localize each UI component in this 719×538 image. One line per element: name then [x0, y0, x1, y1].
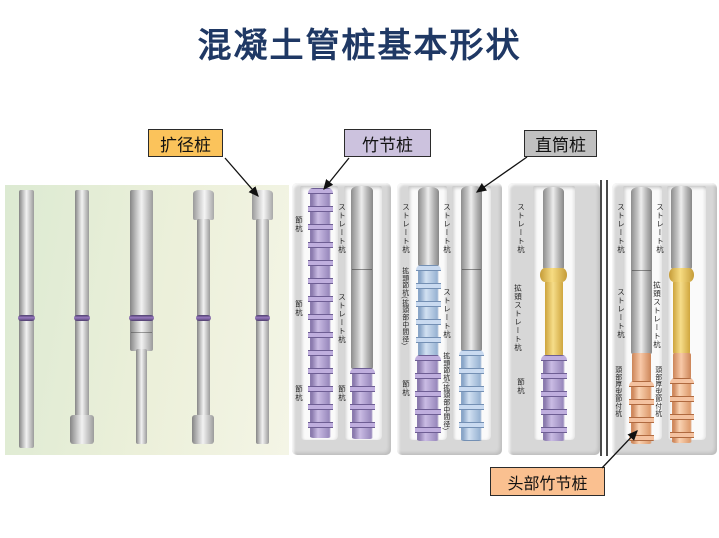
- pile-expanded-head-collar: [540, 268, 567, 282]
- pile-bamboo-lower: [350, 368, 375, 439]
- jp-label-straight-pile: ストレート杭: [655, 203, 665, 254]
- diagram-panel-4: [612, 183, 717, 455]
- jp-label-straight-pile: ストレート杭: [442, 288, 452, 339]
- callout-straight-pile: 直筒桩: [524, 130, 597, 157]
- pile-expanded-head-straight: [545, 281, 563, 356]
- photo-pile-joint-band: [18, 315, 35, 321]
- jp-label-straight-pile: ストレート杭: [337, 293, 347, 344]
- photo-pile-top-cap: [193, 190, 214, 220]
- photo-pile-stepped-upper: [130, 190, 153, 351]
- pile-bamboo-expanded-head: [459, 350, 484, 441]
- pile-seam: [632, 270, 651, 271]
- pile-photo: [5, 185, 289, 455]
- page-title: 混凝土管桩基本形状: [197, 27, 522, 65]
- pile-bamboo-expanded-head: [416, 265, 441, 356]
- jp-label-straight-pile: ストレート杭: [337, 203, 347, 254]
- photo-pile-joint-band: [74, 315, 90, 321]
- pile-straight-long: [631, 187, 652, 354]
- pile-bamboo-lower: [541, 355, 567, 441]
- pile-head-thick-shaft: [673, 353, 691, 379]
- photo-pile-seam: [131, 332, 152, 333]
- photo-pile-bottom-enlarged-foot: [70, 415, 94, 444]
- photo-pile-joint-band: [129, 315, 154, 321]
- jp-label-node-pile: 節杭: [294, 385, 304, 402]
- section-divider-line: [606, 180, 608, 456]
- pile-straight-upper: [543, 187, 564, 269]
- photo-pile-joint-band: [196, 315, 211, 321]
- jp-label-straight-pile: ストレート杭: [616, 288, 626, 339]
- photo-pile-expanded-head-shaft: [256, 219, 269, 444]
- pile-seam: [462, 269, 481, 270]
- pile-expanded-head-collar: [669, 268, 694, 282]
- pile-head-thick-shaft: [632, 353, 651, 382]
- jp-label-node-pile: 節杭: [294, 300, 304, 317]
- jp-label-straight-pile: ストレート杭: [516, 203, 526, 254]
- section-divider-line: [600, 180, 602, 456]
- pile-straight-upper: [351, 186, 373, 369]
- jp-label-head-thick-node-pile: 頭部厚型節付杭: [653, 366, 661, 418]
- pile-bamboo-lower: [415, 355, 441, 441]
- jp-label-expanded-head-node-pile: 拡頭節杭(拡頭部中間径): [400, 267, 408, 346]
- pile-straight-long: [461, 186, 482, 351]
- pile-straight-upper: [418, 187, 439, 266]
- pile-expanded-head-straight: [673, 281, 690, 354]
- pile-straight-upper: [671, 186, 692, 269]
- photo-pile-expanded-head-cap: [252, 190, 273, 220]
- jp-label-node-pile: 節杭: [337, 385, 347, 402]
- jp-label-node-pile: 節杭: [401, 380, 411, 397]
- photo-pile-stepped-lower: [136, 349, 147, 444]
- jp-label-head-thick-node-pile: 頭部厚型節付杭: [613, 366, 621, 418]
- callout-expanded-pile: 扩径桩: [148, 129, 223, 157]
- pile-head-bamboo: [629, 381, 654, 444]
- pile-head-bamboo: [670, 378, 694, 443]
- jp-label-node-pile: 節杭: [294, 216, 304, 233]
- photo-pile-capped-foot: [192, 415, 214, 444]
- photo-pile-joint-band: [255, 315, 270, 321]
- callout-head-bamboo-pile: 头部竹节桩: [490, 467, 605, 496]
- jp-label-expanded-head-straight-pile: 拡頭ストレート杭: [652, 281, 662, 349]
- jp-label-expanded-head-straight-pile: 拡頭ストレート杭: [513, 284, 523, 352]
- photo-pile-bottom-enlarged: [75, 190, 89, 417]
- jp-label-node-pile: 節杭: [516, 378, 526, 395]
- jp-label-expanded-head-node-pile: 拡頭節杭(拡頭部中間径): [441, 352, 449, 431]
- callout-bamboo-pile: 竹节桩: [344, 129, 431, 157]
- jp-label-straight-pile: ストレート杭: [616, 203, 626, 254]
- jp-label-straight-pile: ストレート杭: [442, 203, 452, 254]
- pile-seam: [352, 269, 372, 270]
- jp-label-straight-pile: ストレート杭: [401, 203, 411, 254]
- pile-bamboo-full: [308, 188, 333, 438]
